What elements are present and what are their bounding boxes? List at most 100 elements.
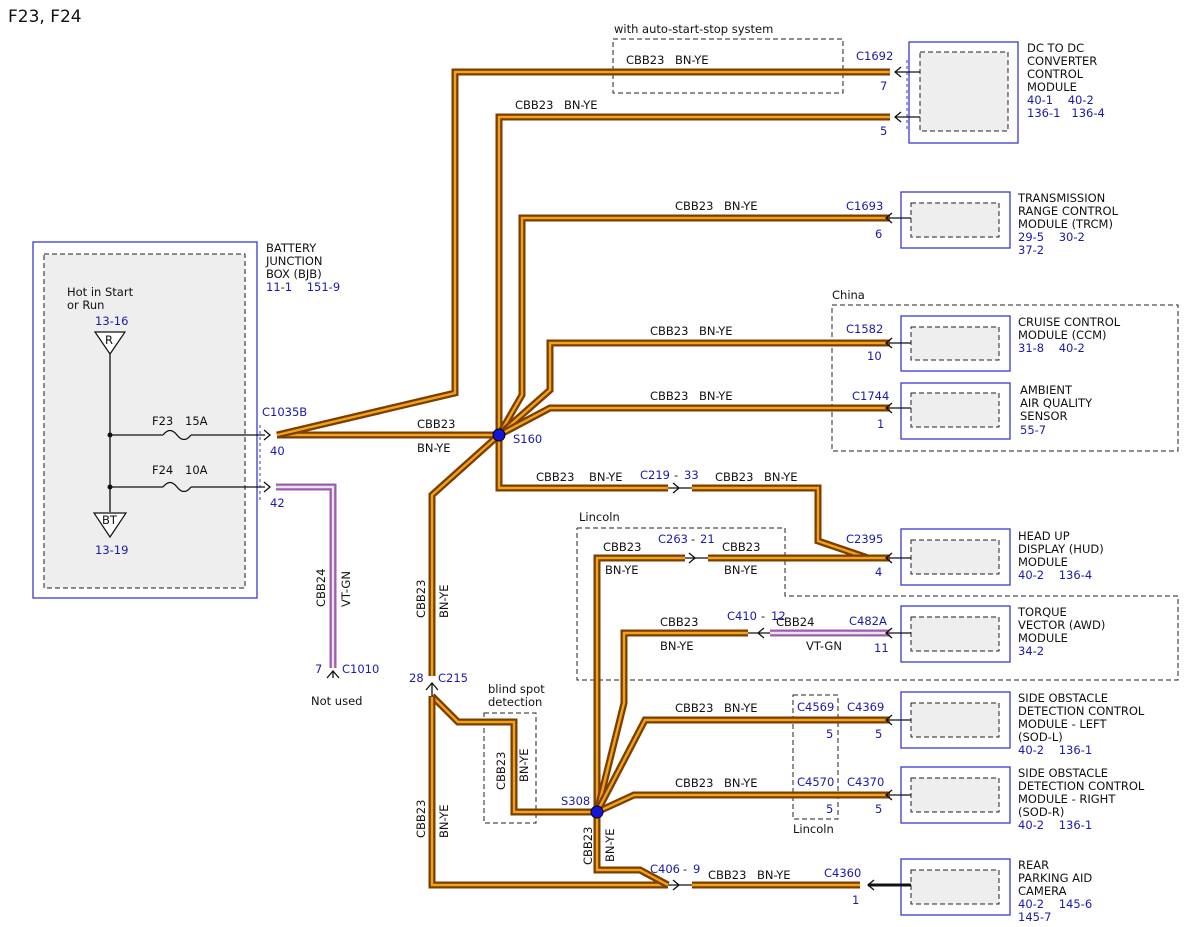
lbl-c4360-circuit: CBB23 [708,868,746,882]
lbl-c4360-color: BN-YE [757,868,791,882]
ccm-name-1: CRUISE CONTROL [1018,315,1121,329]
lbl-c1582-color: BN-YE [699,324,733,338]
tvm-ref-1: 34-2 [1018,644,1044,658]
bjb-refs: 11-1 151-9 [266,280,340,294]
lbl-c4370-circuit: CBB23 [675,776,713,790]
wire-s308-c406 [593,812,670,889]
trcm-name-2: RANGE CONTROL [1018,204,1119,218]
lbl-c1692-color: BN-YE [675,53,709,67]
tvm-name-2: VECTOR (AWD) [1018,618,1105,632]
bjb-inner-box [43,253,246,589]
c263-label: C263 [658,532,688,546]
ground-terminal-icon [92,512,128,539]
china-region [831,304,1179,452]
wire-s160-c215 [428,432,502,676]
dcdc-name-4: MODULE [1027,80,1077,94]
auto-start-region [612,38,844,94]
wire-s160-c1693 [495,214,890,437]
lbl-c219-circuit: CBB23 [536,470,574,484]
rpac-ref-2: 145-7 [1018,910,1051,924]
lbl-c410-circuit: CBB23 [660,615,698,629]
pin-40: 40 [270,444,285,458]
sodr-name-1: SIDE OBSTACLE [1018,766,1108,780]
c4360-pin: 1 [852,893,859,907]
wire-cbb24-color: VT-GN [339,571,353,607]
c1693-label: C1693 [846,199,883,213]
c4370-pin: 5 [875,802,882,816]
sodl-name-4: (SOD-L) [1018,730,1063,744]
terminal-r: R [105,333,113,347]
wire-c215-c406 [428,696,668,889]
aqs-ref-1: 55-7 [1020,423,1046,437]
lbl-v-c406-color: BN-YE [437,804,451,838]
page-title: F23, F24 [8,7,82,27]
c2395-pin: 4 [875,565,882,579]
dcdc-pin5: 5 [880,124,887,138]
wire-s160-c219 [495,435,668,492]
aqs-name-1: AMBIENT [1020,383,1073,397]
sodr-name-2: DETECTION CONTROL [1018,779,1145,793]
lbl-hud-color: BN-YE [724,563,758,577]
c1035b-pin42-icon [263,481,272,493]
lbl-c482a-color: VT-GN [806,639,842,653]
splice-s160-label: S160 [513,432,542,446]
trcm-ref-2: 37-2 [1018,243,1044,257]
aqs-name-2: AIR QUALITY [1020,396,1093,410]
wire-cbb24-c1010 [276,483,337,668]
trcm-inner-box [910,202,1000,238]
lbl-hud-circuit: CBB23 [722,540,760,554]
wire-cbb24-circuit: CBB24 [314,569,328,607]
c482a-pin: 11 [874,641,889,655]
aqs-name-3: SENSOR [1020,409,1068,423]
c263-pin: 21 [700,532,715,546]
pin-42: 42 [270,496,285,510]
sodr-ref-1: 40-2 136-1 [1018,818,1092,832]
rpac-name-3: CAMERA [1018,884,1067,898]
sodl-name-2: DETECTION CONTROL [1018,704,1145,718]
c1010-pin: 7 [315,662,322,676]
c219-sep: - [674,468,678,482]
c4370-label: C4370 [847,775,884,789]
splice-s308-icon [590,805,604,819]
lincoln-region [576,527,1179,681]
c215-label: C215 [438,671,468,685]
lbl-c219-color: BN-YE [589,470,623,484]
lincoln-top-label: Lincoln [579,510,620,524]
ccm-ref-1: 31-8 40-2 [1018,341,1085,355]
lbl-v-c406-circuit: CBB23 [414,800,428,838]
splice-s160-icon [492,428,506,442]
c406-sep: - [683,862,687,876]
wire-s308-c263 [593,554,685,812]
dcdc-name-3: CONTROL [1027,67,1084,81]
lbl-v-s308-color: BN-YE [603,828,617,862]
lbl-v-c215-circuit: CBB23 [414,580,428,618]
rpac-name-2: PARKING AID [1018,871,1092,885]
hud-name-3: MODULE [1018,555,1068,569]
lbl-main-color: BN-YE [417,441,451,455]
c1692-pin: 7 [880,79,887,93]
trcm-name-3: MODULE (TRCM) [1018,217,1113,231]
fuse-f23-label: F23 [152,414,173,428]
lbl-c1744-circuit: CBB23 [650,389,688,403]
wire-s308-c4370 [595,791,890,816]
c410-sep: - [761,609,765,623]
blind-spot-region [483,712,537,824]
c1582-pin: 10 [867,349,882,363]
china-label: China [832,288,865,302]
ccm-name-2: MODULE (CCM) [1018,328,1107,342]
hot-label-1: Hot in Start [67,285,134,299]
dcdc-ref-2: 136-1 136-4 [1027,106,1105,120]
lbl-c1693-color: BN-YE [724,199,758,213]
wire-s160-c1582 [496,339,890,438]
wire-c215-s308 [429,693,597,816]
c1035b-pin40-icon [263,429,272,441]
bjb-name-3: BOX (BJB) [266,267,322,281]
trcm-ref-1: 29-5 30-2 [1018,230,1085,244]
dcdc-ref-1: 40-1 40-2 [1027,93,1094,107]
c263-sep: - [691,532,695,546]
dcdc-inner-box [919,51,1009,132]
hud-name-1: HEAD UP [1018,529,1070,543]
hot-label-2: or Run [67,298,104,312]
